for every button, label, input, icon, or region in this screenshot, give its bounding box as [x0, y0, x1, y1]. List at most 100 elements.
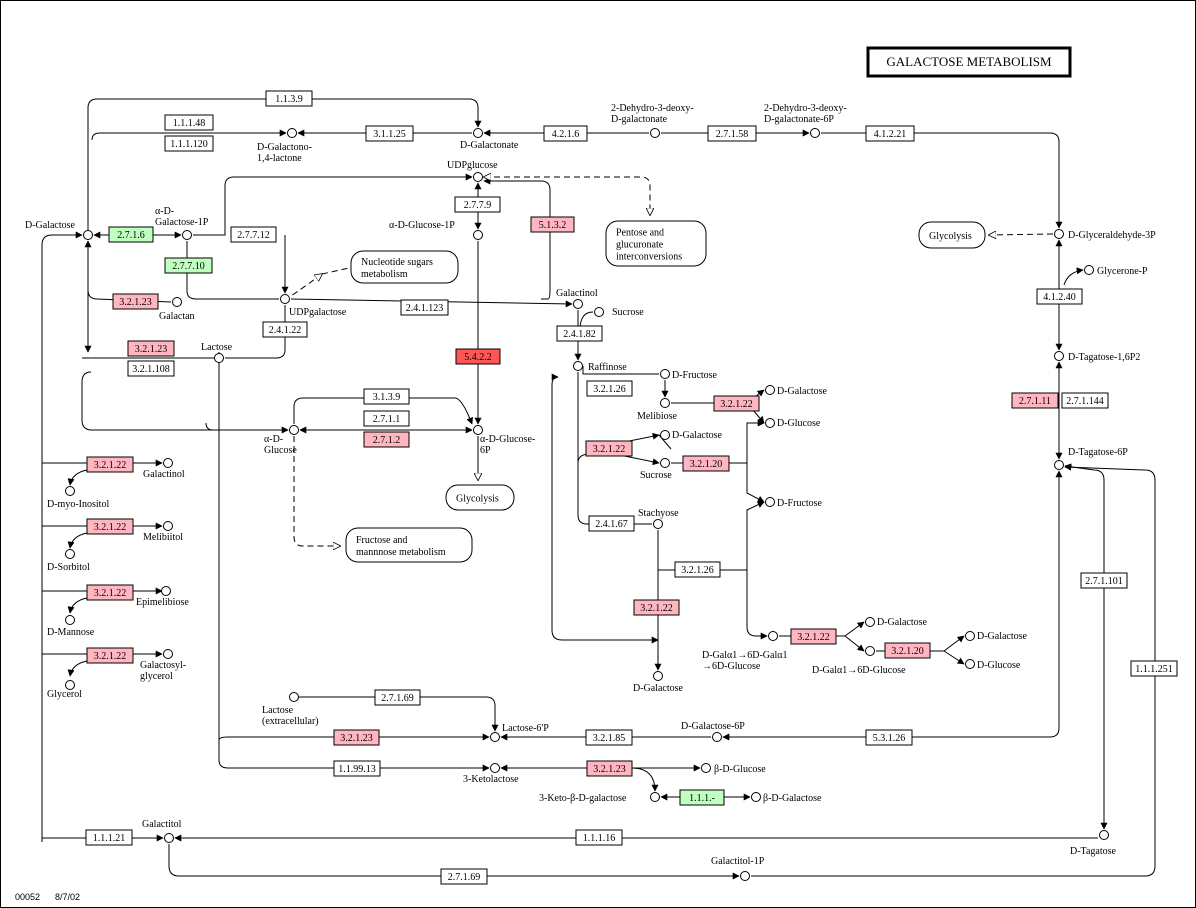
enzyme-4-2-1-6[interactable]: 4.2.1.6 [543, 125, 588, 142]
enzyme-3-2-1-85[interactable]: 3.2.1.85 [585, 729, 633, 746]
compound-node[interactable] [1099, 830, 1109, 840]
compound-galactan[interactable]: Galactan [159, 297, 195, 323]
enzyme-2-7-1-6[interactable]: 2.7.1.6 [108, 226, 154, 243]
compound-node[interactable] [287, 128, 297, 138]
enzyme-2-4-1-123[interactable]: 2.4.1.123 [400, 299, 449, 316]
compound-node[interactable] [810, 128, 820, 138]
enzyme-3-2-1-23[interactable]: 3.2.1.23 [127, 340, 175, 357]
compound-node[interactable] [473, 128, 483, 138]
enzyme-3-2-1-22[interactable]: 3.2.1.22 [633, 599, 680, 616]
compound-melibiitol[interactable]: Melibiitol [143, 521, 183, 544]
enzyme-4-1-2-40[interactable]: 4.1.2.40 [1036, 288, 1083, 305]
compound-dgal-6dglc[interactable]: D-Galα1→6D-Glucose [812, 646, 906, 677]
enzyme-2-7-1-69[interactable]: 2.7.1.69 [374, 689, 421, 706]
compound-d-sorbitol[interactable]: D-Sorbitol [47, 549, 90, 574]
enzyme-1-1-1-48[interactable]: 1.1.1.48 [164, 114, 214, 131]
compound-d-galactono[interactable]: D-Galactono-1,4-lactone [257, 128, 312, 165]
compound-node[interactable] [660, 369, 670, 379]
compound-galactitol-1p[interactable]: Galactitol-1P [711, 856, 765, 881]
compound-node[interactable] [83, 230, 93, 240]
compound-a-d-glucose[interactable]: α-D-Glucose [264, 425, 299, 457]
compound-d-galactonate[interactable]: D-Galactonate [460, 128, 519, 152]
enzyme-3-2-1-20[interactable]: 3.2.1.20 [884, 642, 931, 659]
compound-node[interactable] [65, 615, 75, 625]
compound-node[interactable] [163, 458, 173, 468]
compound-d-glucose-r4[interactable]: D-Glucose [965, 659, 1021, 672]
compound-node[interactable] [765, 385, 775, 395]
compound-node[interactable] [573, 299, 583, 309]
compound-sucrose-mid[interactable]: Sucrose [640, 458, 672, 482]
enzyme-3-2-1-22[interactable]: 3.2.1.22 [86, 518, 134, 535]
compound-stachyose[interactable]: Stachyose [638, 508, 679, 529]
compound-d-galactose-6p[interactable]: D-Galactose-6P [681, 721, 745, 742]
compound-node[interactable] [172, 297, 182, 307]
compound-node[interactable] [701, 763, 711, 773]
enzyme-2-4-1-22[interactable]: 2.4.1.22 [262, 321, 308, 338]
enzyme-3-2-1-108[interactable]: 3.2.1.108 [127, 360, 175, 377]
compound-node[interactable] [1054, 460, 1064, 470]
enzyme-2-7-7-12[interactable]: 2.7.7.12 [230, 226, 277, 243]
enzyme-1-1-1-251[interactable]: 1.1.1.251 [1130, 660, 1178, 677]
compound-dehydro-deoxy-6p[interactable]: 2-Dehydro-3-deoxy-D-galactonate-6P [764, 103, 847, 138]
compound-b-d-glucose[interactable]: β-D-Glucose [701, 763, 767, 776]
compound-a-d-galactose-1p[interactable]: α-D-Galactose-1P [155, 206, 209, 240]
enzyme-3-2-1-23[interactable]: 3.2.1.23 [333, 729, 380, 746]
enzyme-3-2-1-23[interactable]: 3.2.1.23 [586, 760, 633, 777]
compound-d-tagatose[interactable]: D-Tagatose [1070, 830, 1117, 858]
compound-d-fructose-2[interactable]: D-Fructose [765, 497, 823, 510]
compound-galactitol[interactable]: Galactitol [142, 819, 182, 843]
compound-glycerone-p[interactable]: Glycerone-P [1084, 265, 1148, 278]
enzyme-3-2-1-23[interactable]: 3.2.1.23 [112, 293, 159, 310]
compound-d-mannose[interactable]: D-Mannose [47, 615, 95, 639]
compound-node[interactable] [660, 458, 670, 468]
enzyme-2-7-1-69[interactable]: 2.7.1.69 [440, 868, 488, 885]
enzyme-2-7-1-2[interactable]: 2.7.1.2 [363, 431, 410, 448]
enzyme-2-7-1-144[interactable]: 2.7.1.144 [1061, 392, 1109, 409]
enzyme-1-1-1-21[interactable]: 1.1.1.21 [85, 829, 133, 846]
compound-node[interactable] [653, 671, 663, 681]
compound-node[interactable] [650, 792, 660, 802]
compound-d-galactose-bottom[interactable]: D-Galactose [633, 671, 684, 695]
enzyme-5-1-3-2[interactable]: 5.1.3.2 [530, 216, 575, 233]
compound-node[interactable] [473, 425, 483, 435]
enzyme-3-2-1-22[interactable]: 3.2.1.22 [790, 628, 837, 645]
compound-node[interactable] [65, 680, 75, 690]
compound-node[interactable] [965, 659, 975, 669]
compound-lactose[interactable]: Lactose [201, 342, 233, 363]
enzyme-1-1-1-16[interactable]: 1.1.1.16 [575, 829, 623, 846]
compound-a-d-glucose-1p[interactable]: α-D-Glucose-1P [389, 220, 483, 240]
compound-d-galactose-r1[interactable]: D-Galactose [765, 385, 828, 398]
compound-node[interactable] [182, 230, 192, 240]
compound-node[interactable] [473, 230, 483, 240]
compound-raffinose[interactable]: Raffinose [573, 361, 628, 374]
compound-galactinol-top[interactable]: Galactinol [556, 288, 598, 309]
compound-node[interactable] [289, 692, 299, 702]
compound-node[interactable] [740, 871, 750, 881]
enzyme-3-1-1-25[interactable]: 3.1.1.25 [365, 125, 414, 142]
enzyme-1-1-99-13[interactable]: 1.1.99.13 [333, 760, 381, 777]
compound-node[interactable] [163, 649, 173, 659]
enzyme-2-7-7-9[interactable]: 2.7.7.9 [454, 196, 501, 213]
compound-node[interactable] [650, 128, 660, 138]
enzyme-2-7-7-10[interactable]: 2.7.7.10 [164, 257, 213, 274]
compound-node[interactable] [573, 361, 583, 371]
compound-glycerol[interactable]: Glycerol [47, 680, 82, 701]
compound-d-galactose-r3[interactable]: D-Galactose [865, 617, 928, 628]
compound-epimelibiose[interactable]: Epimelibiose [136, 586, 189, 609]
compound-node[interactable] [289, 425, 299, 435]
compound-node[interactable] [768, 631, 778, 641]
enzyme-1-1-3-9[interactable]: 1.1.3.9 [265, 90, 313, 107]
compound-a-d-glucose-6p[interactable]: α-D-Glucose-6P [473, 425, 536, 457]
compound-d-galactose-r2[interactable]: D-Galactose [660, 430, 723, 441]
compound-keto-galactose[interactable]: 3-Keto-β-D-galactose [539, 792, 660, 805]
enzyme-3-2-1-22[interactable]: 3.2.1.22 [713, 395, 760, 412]
compound-d-tagatose-6p[interactable]: D-Tagatose-6P [1054, 447, 1129, 470]
compound-node[interactable] [865, 617, 875, 627]
compound-melibiose[interactable]: Melibiose [637, 398, 678, 423]
compound-node[interactable] [660, 398, 670, 408]
enzyme-5-3-1-26[interactable]: 5.3.1.26 [865, 729, 913, 746]
compound-d-fructose-1[interactable]: D-Fructose [660, 369, 718, 382]
